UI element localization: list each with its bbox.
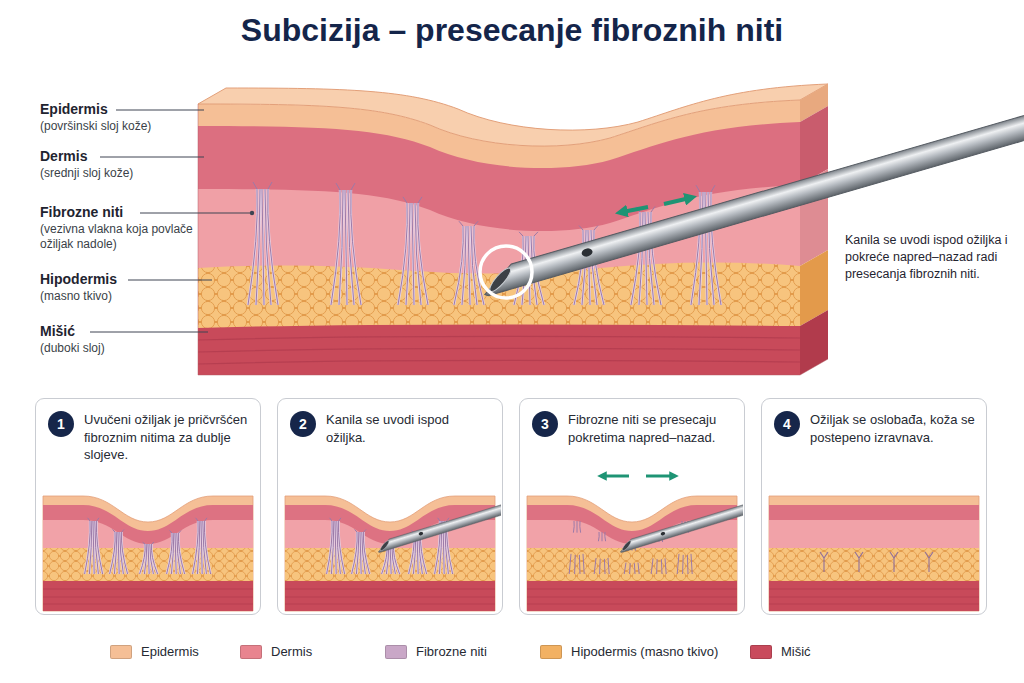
layer-name: Hipodermis — [40, 271, 117, 288]
cannula — [479, 95, 1024, 296]
legend-item: Epidermis — [110, 644, 199, 660]
leader-line — [90, 332, 208, 333]
layer-name: Mišić — [40, 323, 75, 340]
step-number: 1 — [57, 417, 65, 431]
layer-description: (vezivna vlakna koja povlače ožiljak nad… — [40, 222, 195, 251]
fibrous-strand — [352, 529, 370, 574]
fibrous-strand — [331, 183, 361, 305]
block-edge — [198, 104, 828, 375]
skin-strip — [43, 496, 253, 611]
motion-arrow — [646, 475, 675, 478]
fibrous-strand — [140, 542, 158, 574]
side-muscle — [800, 310, 828, 375]
fibrous-strand — [327, 518, 345, 574]
legend-swatch — [240, 645, 262, 659]
cannula-note: Kanila se uvodi ispod ožiljka i pokreće … — [845, 232, 1013, 283]
skin-block — [198, 84, 828, 375]
step-text: Ožiljak se oslobađa, koža se postepeno i… — [810, 411, 976, 446]
legend-item: Fibrozne niti — [385, 644, 487, 660]
cut-strand — [594, 532, 609, 574]
fibrous-strand — [85, 518, 103, 574]
step-text: Fibrozne niti se presecaju pokretima nap… — [568, 411, 734, 446]
step-number-badge: 2 — [290, 411, 316, 437]
legend-item: Dermis — [240, 644, 312, 660]
step-panel: Fibrozne niti se presecaju pokretima nap… — [519, 398, 745, 615]
fibrous-strand — [398, 197, 428, 305]
cut-stub — [855, 552, 863, 572]
legend-swatch — [385, 645, 407, 659]
cut-stub — [890, 552, 898, 572]
fibrous-strand — [193, 518, 211, 574]
cannula — [376, 465, 501, 553]
muscle-layer — [198, 324, 800, 375]
legend-swatch — [750, 645, 772, 659]
step-number: 3 — [541, 417, 549, 431]
leader-line — [100, 157, 204, 158]
panel-illustration — [527, 465, 743, 611]
legend-text: Fibrozne niti — [416, 644, 487, 660]
step-number-badge: 3 — [532, 411, 558, 437]
fibrous-strand — [110, 529, 128, 574]
step-text: Uvučeni ožiljak je pričvršćen fibroznim … — [84, 411, 250, 464]
step-number-badge: 1 — [48, 411, 74, 437]
cut-strand — [569, 521, 584, 574]
legend-swatch — [110, 645, 132, 659]
panel-illustration — [285, 465, 501, 611]
cannula — [618, 465, 743, 553]
cut-stub — [925, 552, 933, 572]
skin-strip — [769, 496, 979, 611]
layer-description: (površinski sloj kože) — [40, 119, 195, 134]
layer-name: Dermis — [40, 148, 87, 165]
legend-text: Epidermis — [141, 644, 199, 660]
motion-arrow — [664, 198, 692, 205]
fibrous-strand — [691, 185, 721, 305]
title: Subcizija – presecanje fibroznih niti — [0, 10, 1024, 50]
motion-arrow — [601, 475, 629, 478]
highlight-ring — [480, 246, 532, 298]
panel-illustration — [43, 496, 253, 611]
legend-item: Mišić — [750, 644, 811, 660]
legend-text: Hipodermis (masno tkivo) — [571, 644, 718, 660]
cut-stub — [820, 552, 828, 572]
top-surface — [198, 84, 828, 146]
layer-name: Fibrozne niti — [40, 204, 123, 221]
skin-strip — [285, 496, 495, 611]
step-number: 4 — [783, 417, 791, 431]
step-panel: Uvučeni ožiljak je pričvršćen fibroznim … — [35, 398, 261, 615]
skin-strip — [527, 496, 737, 611]
layer-description: (masno tkivo) — [40, 289, 195, 304]
layer-name: Epidermis — [40, 101, 108, 118]
legend-swatch — [540, 645, 562, 659]
layer-description: (srednji sloj kože) — [40, 166, 195, 181]
fibrous-strand — [167, 531, 185, 574]
step-text: Kanila se uvodi ispod ožiljka. — [326, 411, 492, 446]
legend-text: Mišić — [781, 644, 811, 660]
layer-description: (duboki sloj) — [40, 341, 195, 356]
step-panel: Kanila se uvodi ispod ožiljka. 2 — [277, 398, 503, 615]
leader-line — [128, 280, 212, 281]
step-panel: Ožiljak se oslobađa, koža se postepeno i… — [761, 398, 987, 615]
leader-line — [116, 110, 204, 111]
fibrous-strand — [248, 182, 278, 305]
legend-text: Dermis — [271, 644, 312, 660]
step-number: 2 — [299, 417, 307, 431]
panel-illustration — [769, 496, 979, 611]
motion-arrow — [620, 207, 648, 213]
fibrous-strand — [631, 206, 661, 305]
leader-line — [140, 213, 250, 214]
step-number-badge: 4 — [774, 411, 800, 437]
leader-lines — [90, 110, 254, 332]
legend-item: Hipodermis (masno tkivo) — [540, 644, 718, 660]
muscle-fibers — [198, 336, 800, 364]
dermis-layer — [198, 122, 800, 375]
leader-dot — [250, 211, 254, 215]
fibrous-strand — [454, 221, 484, 305]
